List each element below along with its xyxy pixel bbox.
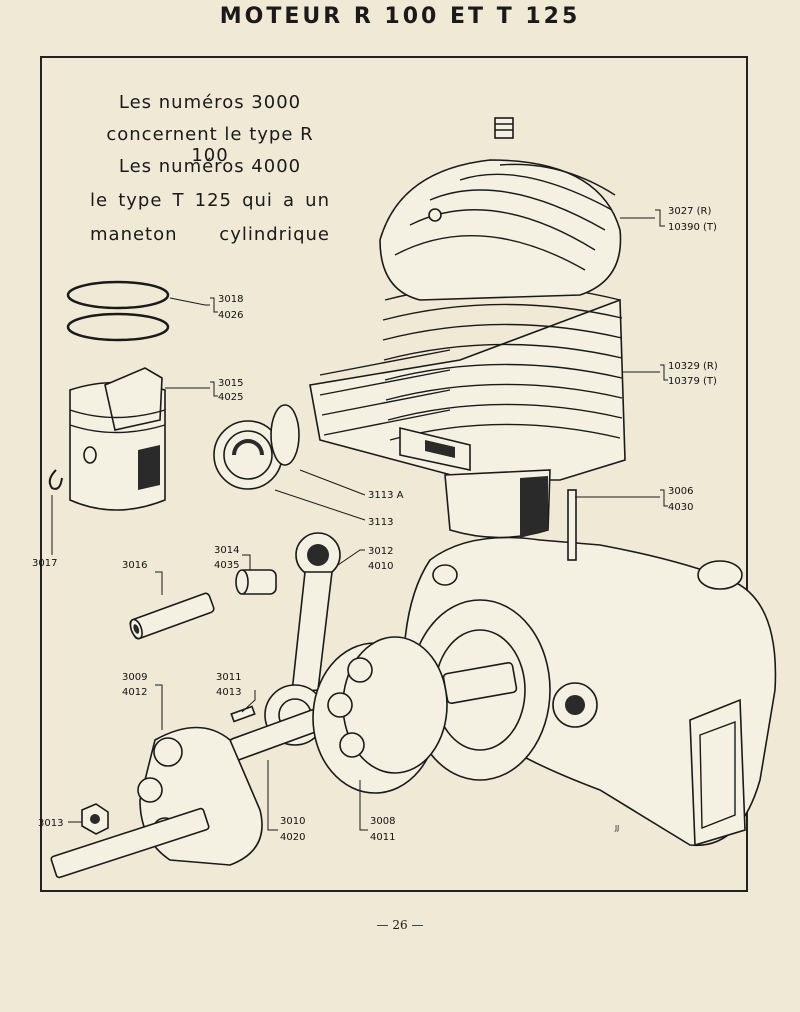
- label-rings-t: 4026: [218, 310, 243, 321]
- label-key-r: 3011: [216, 672, 241, 683]
- label-crankpin-r: 3010: [280, 816, 305, 827]
- label-rings-r: 3018: [218, 294, 243, 305]
- label-crankpin-t: 4020: [280, 832, 305, 843]
- label-cylinder-r: 10329 (R): [668, 361, 718, 372]
- label-flywheel-left-t: 4012: [122, 687, 147, 698]
- label-rod-r: 3012: [368, 546, 393, 557]
- label-shaft-nut: 3013: [38, 818, 63, 829]
- circlip: [48, 469, 63, 490]
- label-flywheel-right-t: 4011: [370, 832, 395, 843]
- label-nut-a: 3113 A: [368, 490, 404, 501]
- note-line-1: Les numéros 3000: [118, 92, 302, 113]
- label-piston-r: 3015: [218, 378, 243, 389]
- cylinder-head: [379, 117, 622, 301]
- note-line-5: maneton cylindrique: [90, 224, 330, 245]
- label-flywheel-right-r: 3008: [370, 816, 395, 827]
- woodruff-key: [230, 705, 256, 723]
- right-flywheel: [312, 636, 518, 794]
- label-piston-t: 4025: [218, 392, 243, 403]
- label-bush-r: 3014: [214, 545, 239, 556]
- label-head-r: 3027 (R): [668, 206, 711, 217]
- note-line-2: concernent le type R 100: [106, 124, 314, 166]
- page-title: MOTEUR R 100 ET T 125: [219, 4, 581, 29]
- label-stud-t: 4030: [668, 502, 693, 513]
- crankcase: [404, 489, 777, 847]
- cylinder: [309, 284, 626, 539]
- piston: [69, 367, 166, 511]
- gudgeon-pin: [129, 592, 215, 640]
- diagram-frame: [40, 56, 748, 892]
- label-cylinder-t: 10379 (T): [668, 376, 717, 387]
- label-nut: 3113: [368, 517, 393, 528]
- label-key-t: 4013: [216, 687, 241, 698]
- piston-rings: [66, 280, 170, 342]
- page-number: — 26 —: [376, 918, 424, 932]
- small-end-bush: [235, 569, 277, 595]
- label-flywheel-left-r: 3009: [122, 672, 147, 683]
- artist-signature: JJ: [614, 824, 619, 832]
- part-labels: 3027 (R) 10390 (T) 3018 4026 3015 4025 1…: [32, 206, 718, 843]
- note-line-4: le type T 125 qui a un: [90, 190, 330, 211]
- label-rod-t: 4010: [368, 561, 393, 572]
- label-circlip: 3017: [32, 558, 57, 569]
- shaft-nut: [81, 803, 109, 835]
- leader-lines: [51, 209, 668, 831]
- note-line-3: Les numéros 4000: [118, 156, 302, 177]
- label-head-t: 10390 (T): [668, 222, 717, 233]
- label-stud-r: 3006: [668, 486, 693, 497]
- exhaust-nut: [213, 404, 300, 490]
- label-pin: 3016: [122, 560, 147, 571]
- label-bush-t: 4035: [214, 560, 239, 571]
- left-flywheel: [50, 726, 263, 879]
